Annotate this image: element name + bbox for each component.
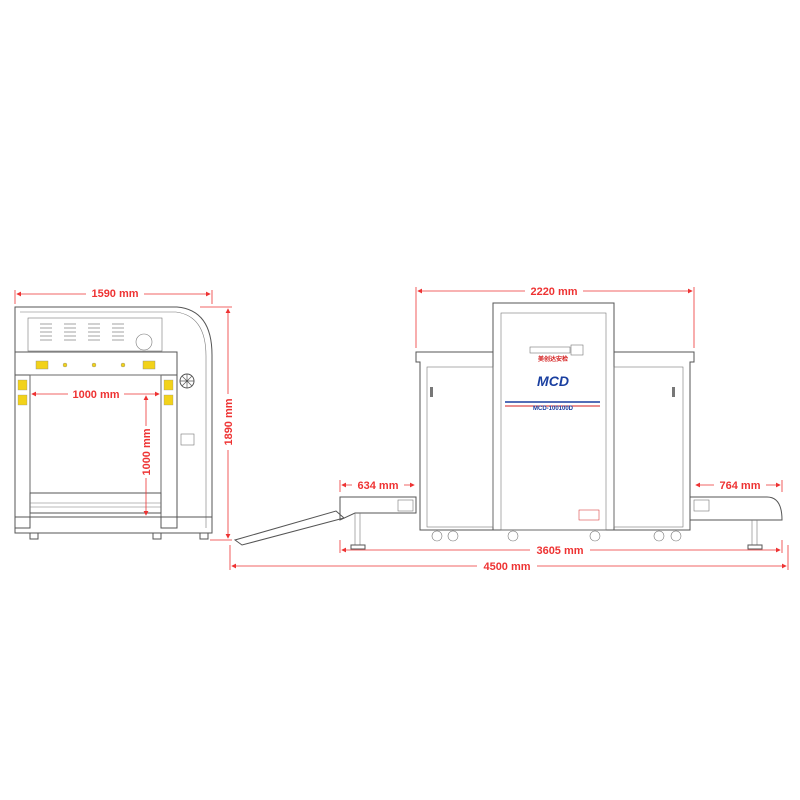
wheels [431,530,682,542]
outlet-housing [613,351,695,531]
front-base [14,516,213,534]
lamp-1 [62,362,68,368]
side-switch [180,433,195,446]
center-housing [492,302,615,531]
outlet-label: 764 mm [720,480,761,492]
length-label: 2220 mm [530,286,577,298]
post-label-right-2 [163,394,174,406]
model-label: MCD-100100D [533,406,574,412]
top-vent-panel [27,317,163,352]
front-dimensions: 1590 mm 1890 mm 1000 mm 1000 mm [14,286,235,541]
post-label-left-1 [17,379,28,391]
warning-label-right [142,360,156,370]
brand-subtitle: 美创达安检 [537,355,568,363]
inlet-label: 634 mm [358,480,399,492]
tunnel-width-label: 1000 mm [72,389,119,401]
lamp-3 [120,362,126,368]
total-label: 4500 mm [483,561,530,573]
inlet-ramp [233,510,346,546]
post-label-right-1 [163,379,174,391]
brand-logo: MCD [537,373,569,389]
front-housing [14,306,213,534]
inlet-conveyor [339,496,417,521]
front-foot-1 [29,532,39,540]
indicator-lamp [135,333,153,351]
post-label-left-2 [17,394,28,406]
front-foot-2 [152,532,162,540]
warning-sticker [578,509,600,521]
tunnel-height-label: 1000 mm [141,428,153,475]
front-height-label: 1890 mm [223,398,235,445]
front-view [14,306,213,540]
vent-slots [40,323,124,341]
side-view: 美创达安检 MCD MCD-100100D [233,302,783,550]
conveyor-label: 3605 mm [536,545,583,557]
lamp-2 [91,362,97,368]
outlet-conveyor [689,496,783,521]
inlet-housing [415,351,494,531]
front-foot-3 [199,532,209,540]
warning-label-left [35,360,49,370]
front-width-label: 1590 mm [91,288,138,300]
side-dimensions: 2220 mm 634 mm 764 mm 3605 mm 4500 mm [229,284,789,573]
brand-plate [529,346,571,354]
